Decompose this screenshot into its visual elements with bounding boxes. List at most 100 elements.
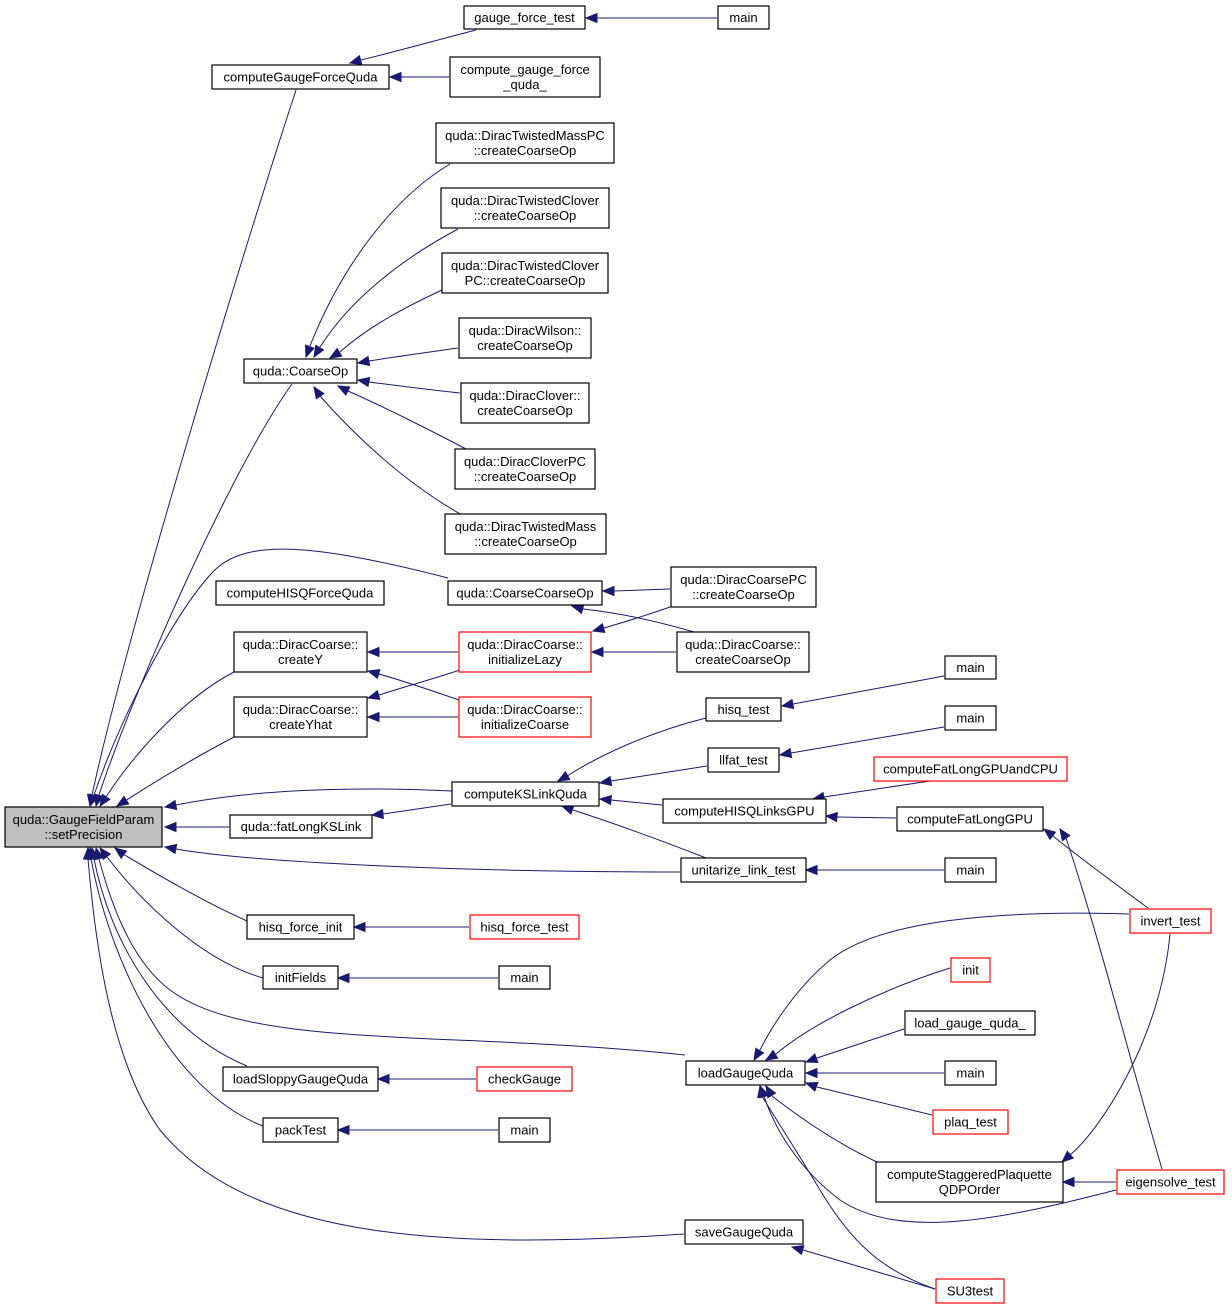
node-unitarize-link-test[interactable]: unitarize_link_test — [680, 857, 807, 883]
node-box — [904, 1010, 1036, 1036]
node-compute-gauge-force-quda-[interactable]: compute_gauge_force_quda_ — [449, 56, 601, 98]
node-createy[interactable]: quda::DiracCoarse::createY — [233, 631, 368, 673]
node-computefatlonggpuandcpu[interactable]: computeFatLongGPUandCPU — [873, 756, 1068, 782]
node-fatlongkslink[interactable]: quda::fatLongKSLink — [229, 814, 373, 839]
e-root-cy-arrowhead — [99, 793, 111, 808]
e-llfat-main-arrowhead — [778, 747, 793, 759]
node-llfat-test[interactable]: llfat_test — [707, 747, 780, 773]
node-hisq-force-init[interactable]: hisq_force_init — [246, 914, 355, 940]
e-root-ult-line — [175, 848, 681, 873]
e-lgq-it-arrowhead — [753, 1047, 765, 1062]
node-loadsloppygaugequda[interactable]: loadSloppyGaugeQuda — [222, 1066, 379, 1092]
e-lgq-su3 — [757, 1084, 936, 1290]
node-label: quda::DiracTwistedMassPC — [445, 128, 605, 143]
node-dtmpc-cco[interactable]: quda::DiracTwistedMassPC::createCoarseOp — [435, 122, 615, 164]
node-box — [676, 631, 810, 673]
node-label: invert_test — [1141, 914, 1201, 929]
node-label: loadSloppyGaugeQuda — [233, 1072, 369, 1087]
e-root-cyh — [115, 736, 235, 807]
node-main-b[interactable]: main — [944, 655, 997, 680]
node-box — [458, 631, 592, 673]
node-initializecoarse[interactable]: quda::DiracCoarse::initializeCoarse — [458, 696, 592, 738]
node-computefatlonggpu[interactable]: computeFatLongGPU — [896, 806, 1044, 832]
node-box — [932, 1109, 1009, 1135]
node-dcoarsepc-cco[interactable]: quda::DiracCoarsePC::createCoarseOp — [670, 566, 817, 608]
node-main-g[interactable]: main — [498, 1117, 551, 1143]
node-hisq-test[interactable]: hisq_test — [705, 697, 782, 722]
node-main-e[interactable]: main — [498, 965, 551, 990]
node-loadgaugequda[interactable]: loadGaugeQuda — [685, 1060, 806, 1086]
node-label: QDPOrder — [939, 1182, 1001, 1197]
node-packtest[interactable]: packTest — [262, 1117, 339, 1143]
node-label: main — [510, 970, 538, 985]
node-eigensolve-test[interactable]: eigensolve_test — [1116, 1169, 1225, 1195]
e-co-dtc-line — [319, 228, 459, 348]
e-co-dc-line — [368, 381, 461, 394]
node-init[interactable]: init — [950, 957, 991, 983]
e-ksl-hisq-arrowhead — [556, 770, 571, 782]
node-invert-test[interactable]: invert_test — [1129, 908, 1212, 934]
node-initializelazy[interactable]: quda::DiracCoarse::initializeLazy — [458, 631, 592, 673]
node-label: eigensolve_test — [1125, 1175, 1216, 1190]
node-box — [873, 756, 1068, 782]
e-lgq-cspq-line — [771, 1095, 878, 1163]
node-root[interactable]: quda::GaugeFieldParam::setPrecision — [4, 806, 163, 848]
e-co-dw-line — [368, 347, 459, 362]
node-savegaugequda[interactable]: saveGaugeQuda — [684, 1219, 804, 1245]
e-co-dtmpc-line — [309, 163, 451, 347]
node-label: computeHISQForceQuda — [227, 586, 374, 601]
node-main-f[interactable]: main — [944, 1060, 997, 1086]
e-cy-ic-arrowhead — [366, 668, 381, 680]
node-dtm-cco[interactable]: quda::DiracTwistedMass::createCoarseOp — [444, 513, 607, 555]
node-gauge-force-test[interactable]: gauge_force_test — [463, 5, 586, 30]
node-computehisqforcequda[interactable]: computeHISQForceQuda — [215, 580, 385, 606]
node-createyhat[interactable]: quda::DiracCoarse::createYhat — [233, 696, 368, 738]
node-checkgauge[interactable]: checkGauge — [476, 1066, 573, 1092]
node-box — [262, 1117, 339, 1143]
e-lgq-su3-arrowhead — [757, 1084, 768, 1099]
node-computekslinkquda[interactable]: computeKSLinkQuda — [451, 781, 600, 807]
node-label: quda::DiracTwistedMass — [455, 519, 597, 534]
node-dw-cco[interactable]: quda::DiracWilson::createCoarseOp — [458, 317, 592, 359]
node-coarseop[interactable]: quda::CoarseOp — [243, 358, 358, 384]
e-il-dcc-arrowhead — [590, 646, 604, 658]
node-dcpc-cco[interactable]: quda::DiracCloverPC::createCoarseOp — [454, 448, 596, 490]
node-label: computeFatLongGPU — [907, 812, 1033, 827]
node-label: quda::DiracCoarse:: — [467, 702, 583, 717]
node-load-gauge-quda-[interactable]: load_gauge_quda_ — [904, 1010, 1036, 1036]
node-box — [896, 806, 1044, 832]
node-box — [262, 965, 339, 990]
node-box — [680, 857, 807, 883]
e-hfi-hft — [352, 921, 469, 933]
e-ksl-hlg-arrowhead — [598, 794, 612, 806]
node-main-c[interactable]: main — [944, 705, 997, 731]
node-label: initializeCoarse — [481, 717, 569, 732]
node-su3test[interactable]: SU3test — [935, 1278, 1005, 1304]
node-label: hisq_test — [717, 702, 769, 717]
node-initfields[interactable]: initFields — [262, 965, 339, 990]
node-computegaugeforcequda[interactable]: computeGaugeForceQuda — [211, 64, 390, 90]
node-label: ::createCoarseOp — [474, 469, 577, 484]
node-dcoarse-cco[interactable]: quda::DiracCoarse::createCoarseOp — [676, 631, 810, 673]
e-lgq-cspq-arrowhead — [765, 1084, 777, 1099]
e-ksl-ult — [560, 805, 707, 859]
e-ksl-hlg — [598, 794, 663, 806]
node-dtc-cco[interactable]: quda::DiracTwistedClover::createCoarseOp — [440, 187, 610, 229]
node-main-a[interactable]: main — [717, 5, 770, 30]
node-hisq-force-test[interactable]: hisq_force_test — [469, 914, 580, 940]
node-plaq-test[interactable]: plaq_test — [932, 1109, 1009, 1135]
node-coarsecoarseop[interactable]: quda::CoarseCoarseOp — [447, 580, 603, 606]
node-main-d[interactable]: main — [944, 857, 997, 883]
e-ksl-ult-line — [572, 809, 707, 859]
e-cco-dcc-line — [582, 608, 695, 633]
node-box — [458, 317, 592, 359]
node-dtcpc-cco[interactable]: quda::DiracTwistedCloverPC::createCoarse… — [441, 252, 609, 294]
e-il-dcpc — [591, 605, 674, 634]
node-dc-cco[interactable]: quda::DiracClover::createCoarseOp — [460, 382, 590, 424]
e-cy-il — [366, 646, 458, 658]
node-computehisqlinksgpu[interactable]: computeHISQLinksGPU — [662, 798, 827, 824]
node-label: createCoarseOp — [477, 403, 572, 418]
e-cco-dcpc-line — [613, 588, 671, 592]
e-cflg-it — [1042, 828, 1149, 909]
